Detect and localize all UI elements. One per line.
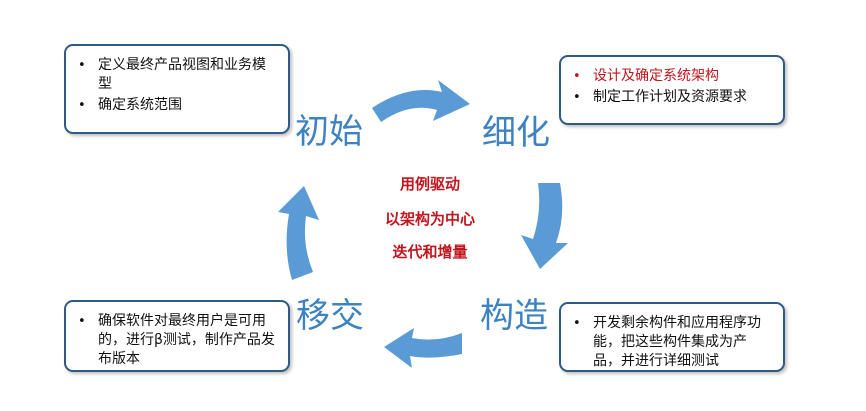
inception-note-2: 确定系统范围	[78, 96, 278, 115]
arrow-elaboration-to-construction	[521, 183, 568, 269]
phase-label-construction: 构造	[480, 296, 548, 336]
principle-architecture-centric: 以架构为中心	[384, 210, 475, 228]
construction-note-1: 开发剩余构件和应用程序功能，把这些构件集成为产品，并进行详细测试	[573, 314, 773, 371]
phase-label-transition: 移交	[296, 296, 364, 336]
arrow-transition-to-inception	[278, 186, 319, 280]
construction-notes-box: 开发剩余构件和应用程序功能，把这些构件集成为产品，并进行详细测试	[559, 302, 785, 372]
elaboration-notes-box: 设计及确定系统架构 制定工作计划及资源要求	[559, 55, 785, 125]
elaboration-note-2: 制定工作计划及资源要求	[573, 88, 773, 107]
transition-notes-box: 确保软件对最终用户是可用的，进行β测试，制作产品发布版本	[64, 300, 290, 372]
arrow-construction-to-transition	[384, 328, 462, 368]
arrow-inception-to-elaboration	[372, 80, 470, 122]
phase-label-elaboration: 细化	[482, 113, 550, 153]
transition-note-1: 确保软件对最终用户是可用的，进行β测试，制作产品发布版本	[78, 312, 278, 369]
principle-iterative-incremental: 迭代和增量	[392, 243, 468, 261]
inception-notes-box: 定义最终产品视图和业务模型 确定系统范围	[64, 44, 290, 134]
elaboration-note-1: 设计及确定系统架构	[573, 67, 773, 86]
inception-note-1: 定义最终产品视图和业务模型	[78, 56, 278, 94]
phase-label-inception: 初始	[295, 112, 363, 152]
principle-use-case-driven: 用例驱动	[399, 175, 460, 193]
